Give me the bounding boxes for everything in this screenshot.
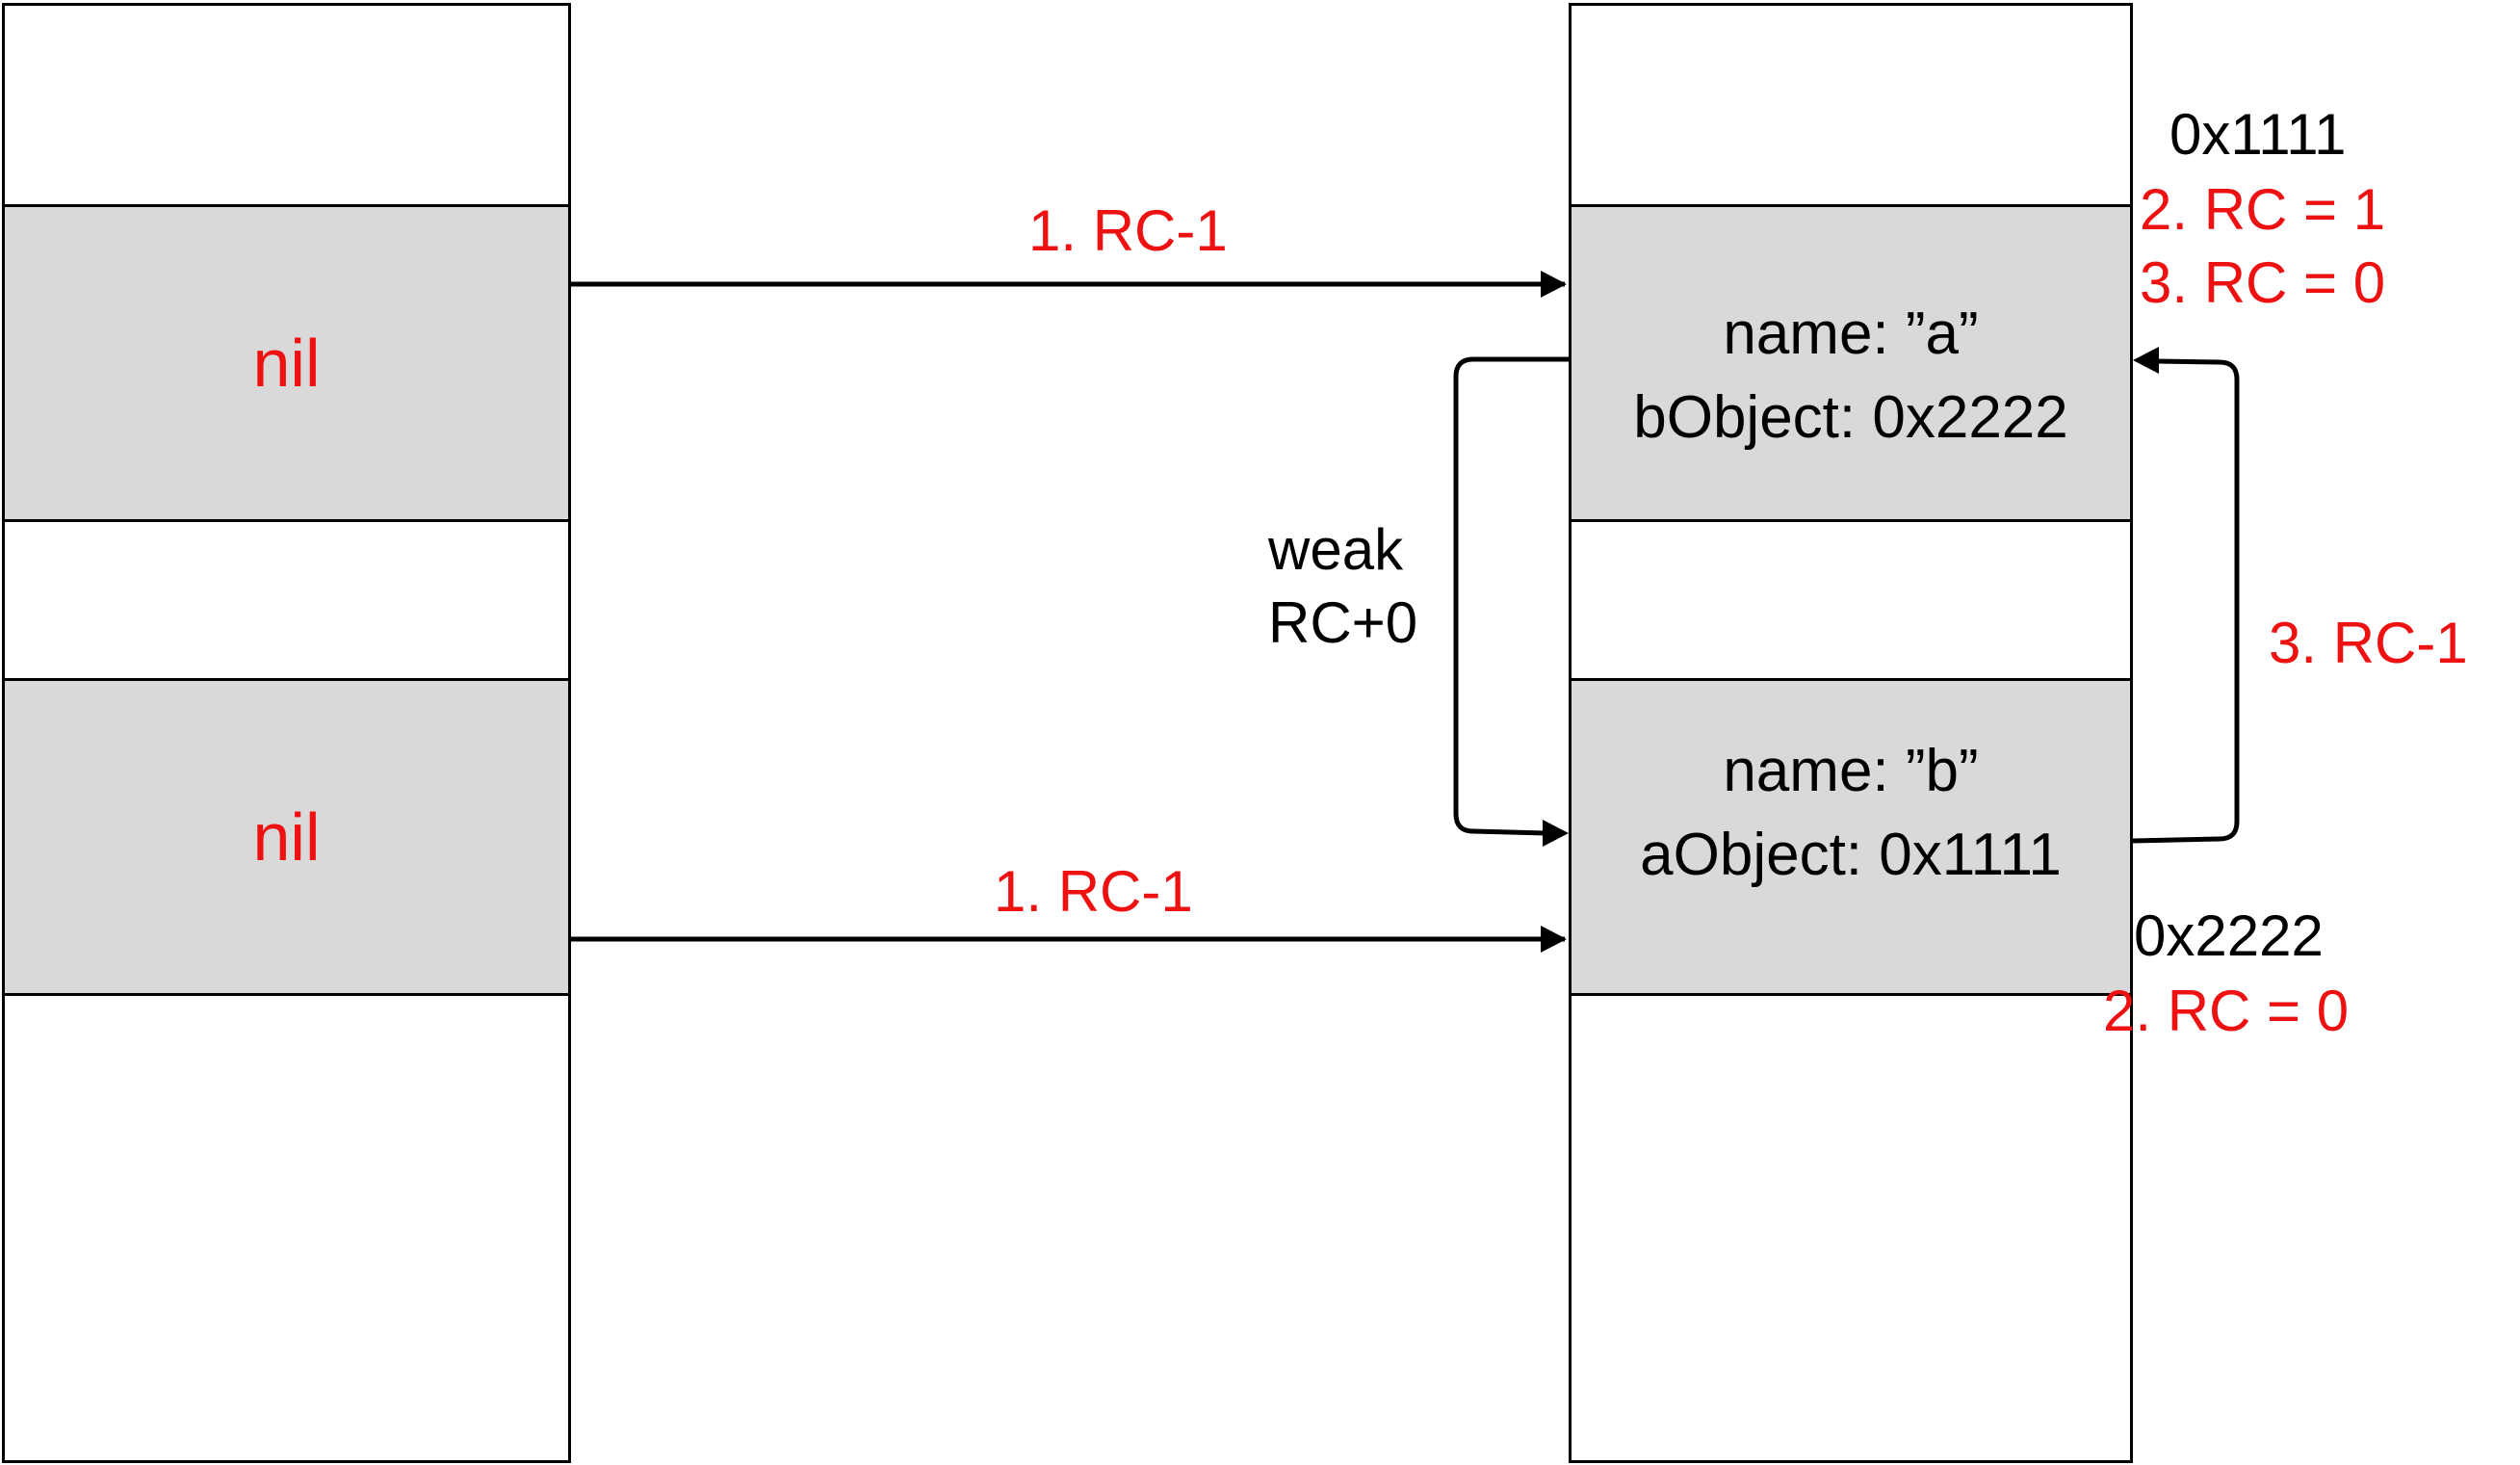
weak-label: weak (1268, 517, 1404, 582)
stack-slot-b-value: nil (252, 799, 321, 875)
right-arrow-label: 3. RC-1 (2269, 611, 2468, 675)
object-b-aobject: aObject: 0x1111 (1640, 822, 2062, 888)
arrowhead-top (1541, 271, 1567, 298)
heap-column: name: ”a” bObject: 0x2222 name: ”b” aObj… (1569, 3, 2133, 1463)
heap-object-a: name: ”a” bObject: 0x2222 (1572, 204, 2130, 522)
address-a: 0x1111 (2169, 102, 2347, 167)
object-a-bobject: bObject: 0x2222 (1633, 384, 2068, 451)
strong-ref-arrow (2132, 358, 2240, 844)
stack-slot-b: nil (5, 678, 568, 996)
address-b-rc-step2: 2. RC = 0 (2103, 979, 2350, 1043)
strong-arrowhead (2133, 347, 2159, 374)
arrowhead-bottom (1541, 926, 1567, 953)
heap-object-b: name: ”b” aObject: 0x1111 (1572, 678, 2130, 996)
stack-slot-a: nil (5, 204, 568, 522)
weak-arrowhead (1543, 820, 1569, 847)
address-a-rc-step3: 3. RC = 0 (2140, 250, 2386, 315)
weak-rc-label: RC+0 (1268, 590, 1418, 655)
object-b-name: name: ”b” (1723, 738, 1979, 805)
stack-slot-a-value: nil (252, 326, 321, 401)
stack-column: nil nil (2, 3, 571, 1463)
address-b: 0x2222 (2134, 903, 2324, 968)
object-a-name: name: ”a” (1723, 301, 1979, 368)
address-a-rc-step2: 2. RC = 1 (2140, 177, 2386, 242)
arrow-top-label: 1. RC-1 (1028, 198, 1228, 263)
weak-ref-arrow (1453, 356, 1569, 836)
arrow-bottom-label: 1. RC-1 (994, 859, 1193, 924)
